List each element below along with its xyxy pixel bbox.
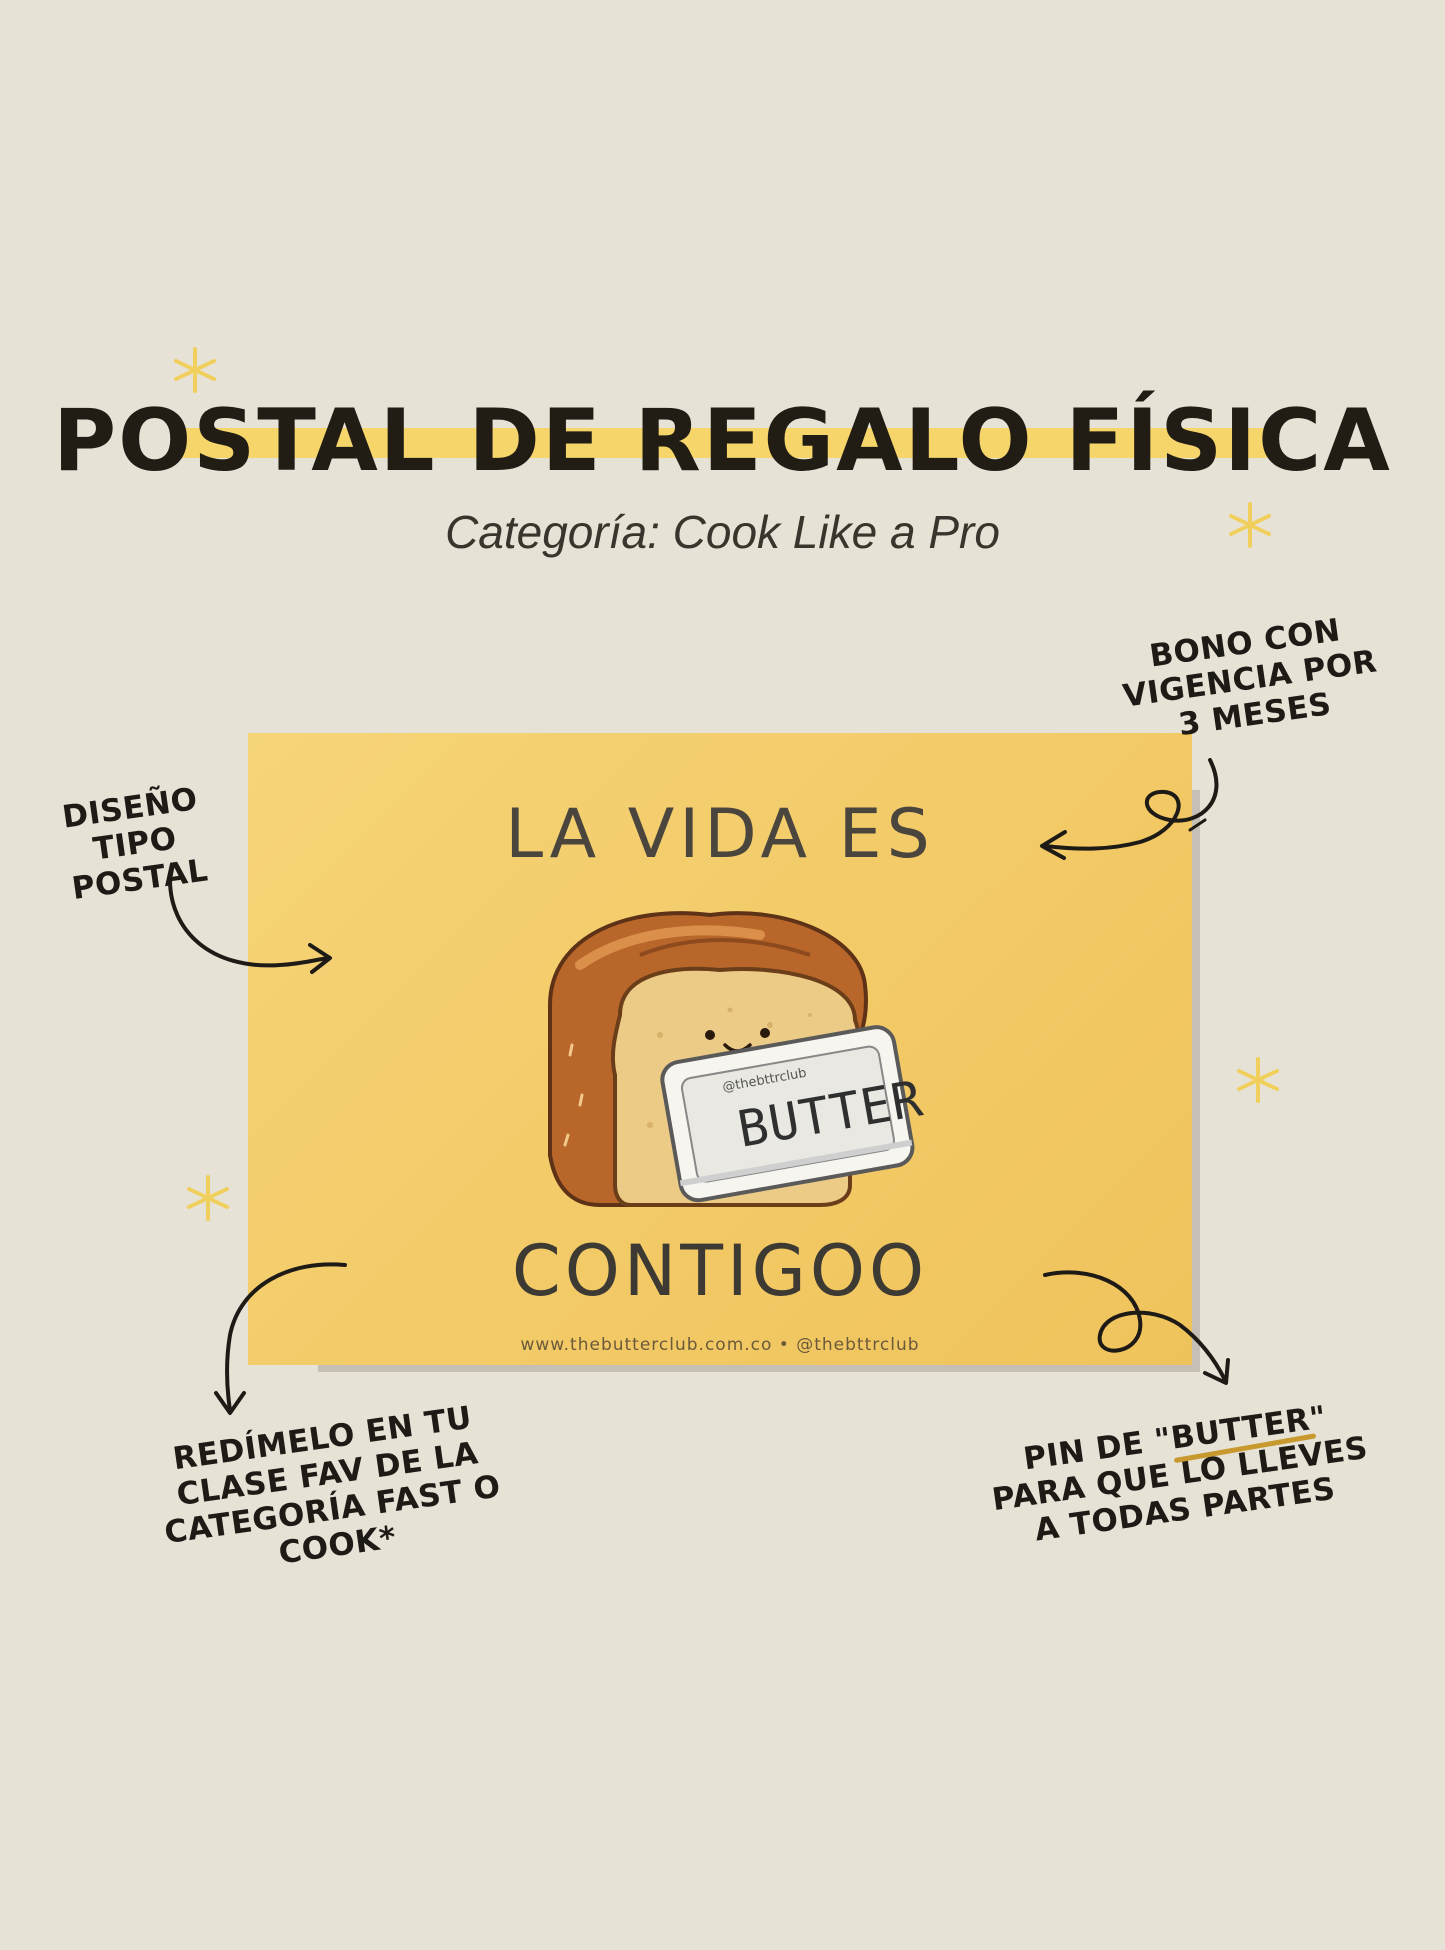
postcard-headline: LA VIDA ES [505, 795, 935, 874]
page-subtitle: Categoría: Cook Like a Pro [445, 506, 1000, 558]
note-validity: BONO CON VIGENCIA POR 3 MESES [1120, 612, 1380, 744]
postcard-closing: CONTIGOO [511, 1230, 929, 1312]
sparkle-icon [174, 347, 216, 393]
arrow-icon [1040, 758, 1219, 860]
arrow-icon [214, 1262, 347, 1415]
sparkle-icon [187, 1175, 229, 1221]
note-pin: PIN DE "BUTTER" PARA QUE LO LLEVES A TOD… [974, 1393, 1385, 1556]
page-title: POSTAL DE REGALO FÍSICA [53, 391, 1392, 491]
title-highlight [178, 428, 1268, 458]
sparkle-icon [1237, 1057, 1279, 1103]
arrow-icon [168, 878, 332, 974]
bread-butter-illustration [548, 911, 915, 1207]
sparkle-icon [1229, 502, 1271, 548]
arrow-icon [1043, 1270, 1230, 1385]
postcard-footer: www.thebutterclub.com.co • @thebttrclub [520, 1335, 920, 1355]
